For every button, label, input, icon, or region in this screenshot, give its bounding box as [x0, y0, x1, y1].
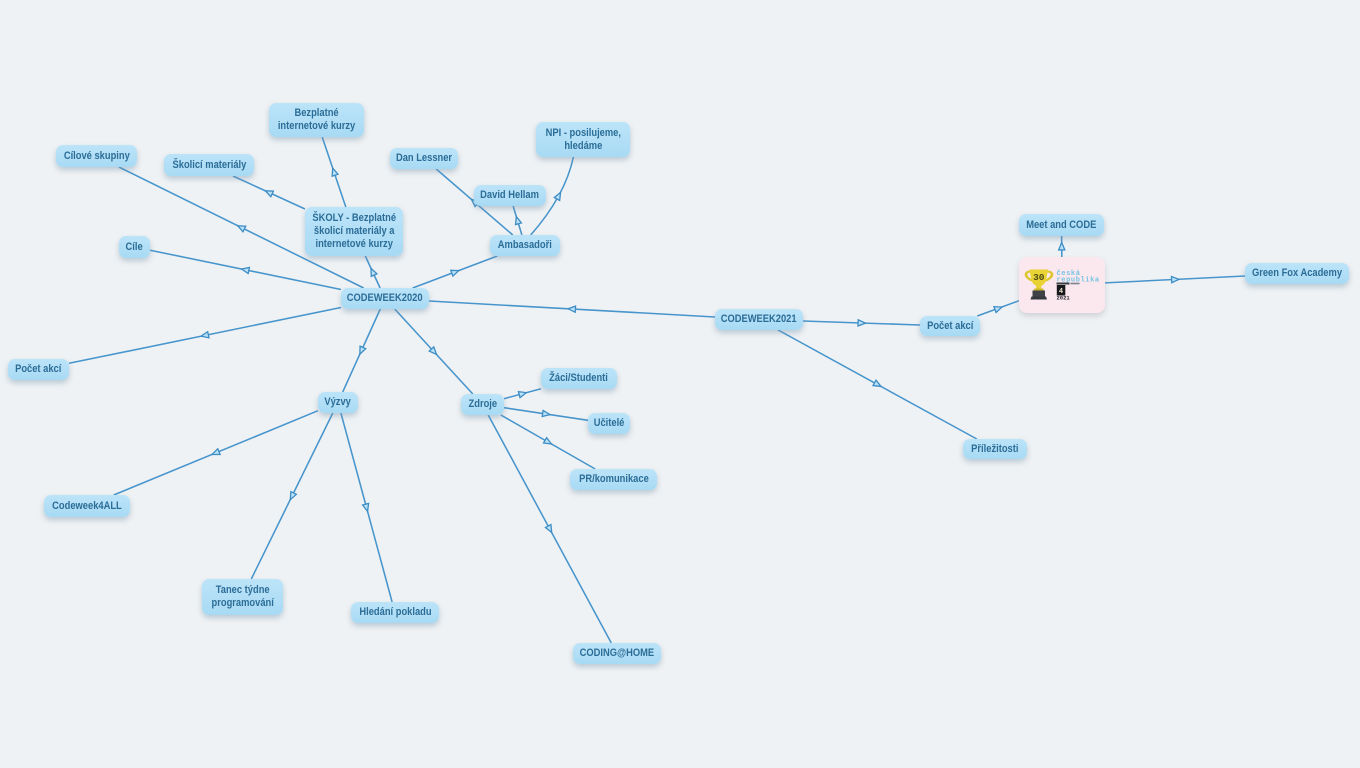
svg-text:republika: republika	[1057, 277, 1100, 285]
svg-text:česká: česká	[1057, 270, 1081, 278]
svg-text:4: 4	[1059, 288, 1063, 296]
svg-text:2021: 2021	[1057, 295, 1071, 302]
svg-text:30: 30	[1033, 272, 1045, 283]
